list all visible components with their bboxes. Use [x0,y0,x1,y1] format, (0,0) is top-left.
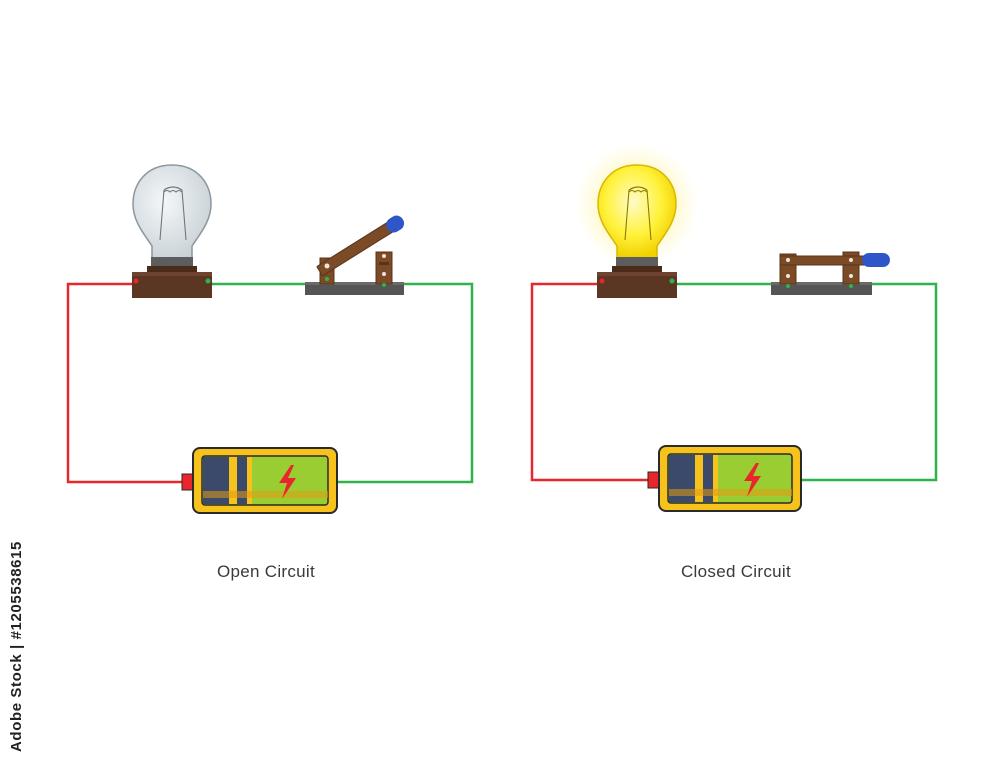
caption-closed-circuit: Closed Circuit [680,562,791,581]
knife-switch-closed [771,251,890,295]
red-wire [66,282,182,484]
stock-id-watermark: Adobe Stock | #1205538615 [8,541,25,752]
terminal-negative [205,278,211,284]
battery [181,447,338,514]
lever-handle [862,253,890,267]
knife-switch-open [305,215,405,295]
terminal-negative [669,278,675,284]
light-bulb-off [132,164,212,298]
lightning-icon [744,463,761,497]
lightning-icon [279,465,296,499]
terminal-positive [133,278,139,284]
open-circuit [66,164,474,514]
light-bulb-on [575,143,699,298]
terminal-positive [599,278,605,284]
red-wire [530,282,648,482]
caption-open-circuit: Open Circuit [216,562,316,581]
closed-circuit [530,143,938,512]
green-wire-switch-to-battery [335,282,474,484]
battery [647,445,802,512]
green-wire-switch-to-battery [801,282,938,482]
lever-handle [386,215,405,233]
